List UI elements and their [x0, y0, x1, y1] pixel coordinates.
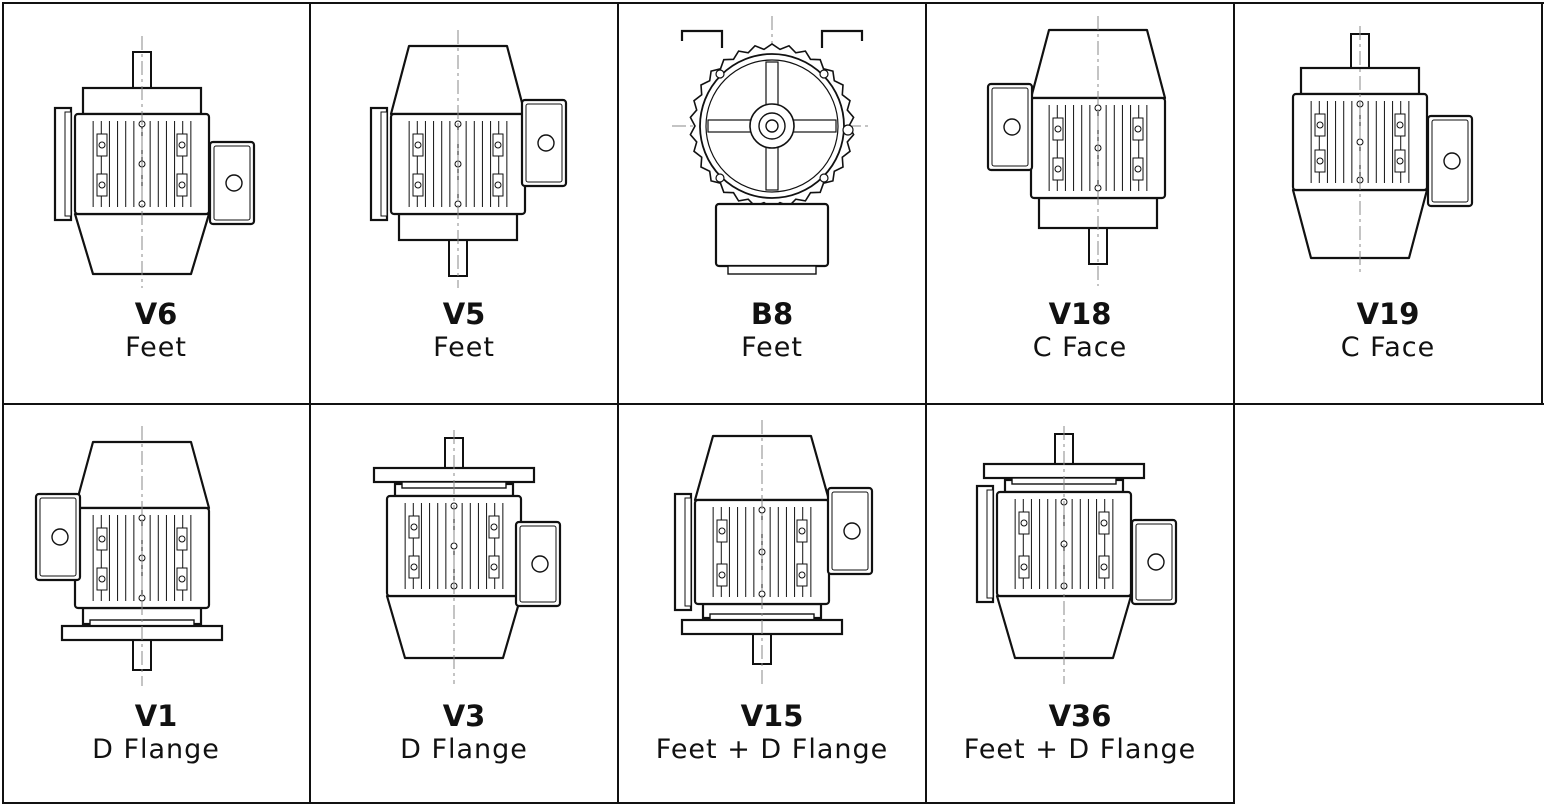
mounting-label: Feet	[433, 332, 495, 363]
grid-line	[2, 403, 1544, 405]
motor-outline	[672, 16, 872, 275]
motor-outline	[53, 36, 256, 288]
motor-shaft-down-feet-drawing	[369, 30, 568, 288]
mounting-label: Feet	[125, 332, 187, 363]
grid-line	[617, 2, 619, 804]
motor-shaft-up-dflange-drawing	[372, 430, 562, 684]
mounting-code: B8	[750, 297, 794, 331]
motor-outline	[372, 430, 562, 684]
grid-line	[1233, 2, 1235, 804]
grid-line	[925, 2, 927, 804]
grid-line	[309, 2, 311, 804]
motor-shaft-up-feet-drawing	[53, 36, 256, 288]
mounting-label: Feet + D Flange	[655, 734, 889, 765]
mounting-code: V36	[1048, 699, 1112, 733]
motor-outline	[34, 426, 224, 686]
mounting-label: D Flange	[400, 734, 528, 765]
mounting-label: C Face	[1340, 332, 1436, 363]
mounting-code: V15	[740, 699, 804, 733]
mounting-label: Feet + D Flange	[963, 734, 1197, 765]
grid-line	[2, 2, 4, 804]
motor-end-view-feet-top-drawing	[672, 16, 872, 275]
motor-outline	[986, 16, 1167, 286]
mounting-code: V18	[1048, 297, 1112, 331]
grid-line	[1541, 2, 1543, 404]
motor-outline	[975, 426, 1178, 684]
mounting-code: V6	[134, 297, 178, 331]
motor-outline	[673, 420, 874, 684]
mounting-code: V5	[442, 297, 486, 331]
motor-shaft-up-cface-drawing	[1291, 26, 1474, 276]
motor-shaft-down-feet-dflange-drawing	[673, 420, 874, 684]
mounting-label: D Flange	[92, 734, 220, 765]
motor-shaft-down-cface-drawing	[986, 16, 1167, 286]
motor-shaft-up-feet-dflange-drawing	[975, 426, 1178, 684]
motor-shaft-down-dflange-drawing	[34, 426, 224, 686]
motor-outline	[1291, 26, 1474, 276]
motor-outline	[369, 30, 568, 288]
mounting-code: V1	[134, 699, 178, 733]
mounting-code: V3	[442, 699, 486, 733]
mounting-label: Feet	[741, 332, 803, 363]
mounting-label: C Face	[1032, 332, 1128, 363]
grid-line	[2, 2, 1544, 4]
mounting-code: V19	[1356, 297, 1420, 331]
